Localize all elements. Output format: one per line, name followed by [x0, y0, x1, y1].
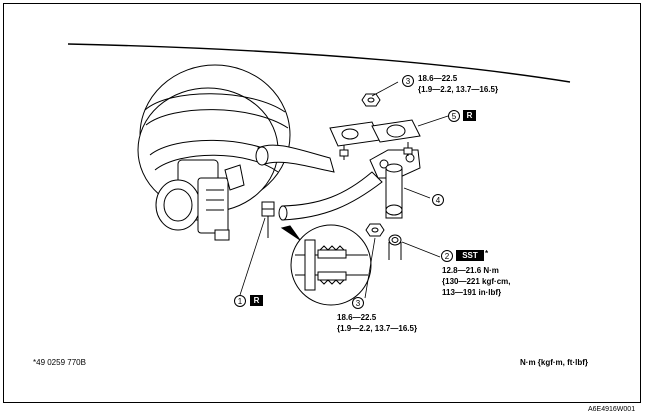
torque-bottom-line2: {1.9—2.2, 13.7—16.5}: [337, 324, 418, 333]
vacuum-hose: [278, 171, 383, 221]
sst-asterisk: *: [485, 249, 489, 258]
firewall-line: [67, 43, 571, 83]
nut-top: [361, 93, 381, 107]
sst-footnote: *49 0259 770B: [33, 358, 86, 367]
figure-code: A6E4916W001: [588, 406, 636, 413]
torque-sst-line3: 113—191 in·lbf}: [442, 288, 502, 297]
manifold-studs: [339, 142, 413, 160]
torque-sst-line2: {130—221 kgf·cm,: [442, 277, 511, 286]
diagram-frame: [3, 3, 641, 403]
gasket: [329, 119, 421, 147]
callout-3-top: 3: [402, 75, 414, 87]
leader-lines: [239, 81, 449, 299]
sst-badge: SST: [456, 250, 484, 261]
callout-3-bottom: 3: [352, 297, 364, 309]
callout-2: 2: [441, 250, 453, 262]
joint-pipe: [388, 234, 402, 260]
torque-top-line1: 18.6—22.5: [418, 74, 458, 83]
nut-bottom: [365, 223, 385, 237]
upper-vacuum-hose: [255, 144, 335, 173]
detail-inset: [267, 216, 372, 306]
torque-sst-line1: 12.8—21.6 N·m: [442, 266, 499, 275]
callout-5: 5: [448, 110, 460, 122]
manifold-fitting: [369, 149, 421, 219]
check-valve: [261, 201, 275, 217]
replace-badge-1: R: [250, 295, 263, 306]
master-cylinder: [155, 159, 245, 241]
callout-4: 4: [432, 194, 444, 206]
callout-1: 1: [234, 295, 246, 307]
replace-badge-5: R: [463, 110, 476, 121]
units-legend: N·m {kgf·m, ft·lbf}: [520, 358, 588, 367]
torque-top-line2: {1.9—2.2, 13.7—16.5}: [418, 85, 499, 94]
torque-bottom-line1: 18.6—22.5: [337, 313, 377, 322]
